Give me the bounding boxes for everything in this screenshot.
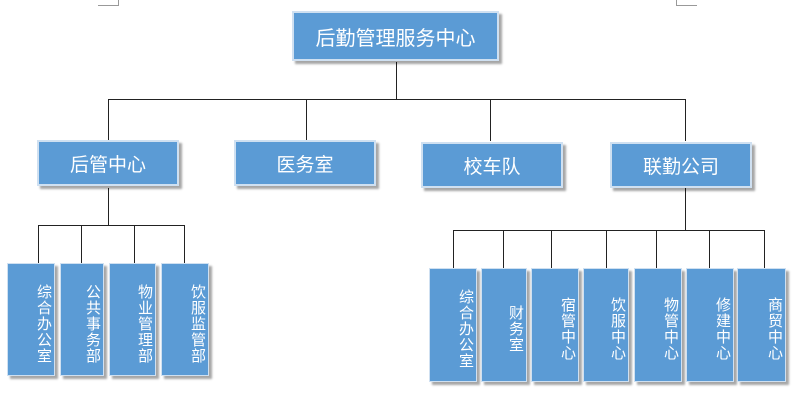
connector-lianqin-5 (656, 230, 657, 268)
node-dept-houguan: 后管中心 (37, 140, 179, 186)
connector-lianqin-bus (453, 230, 764, 231)
node-root: 后勤管理服务中心 (292, 11, 499, 61)
connector-dept-3 (490, 99, 491, 141)
page-corner-mark-left (98, 0, 119, 6)
node-lianqin-unit-3: 宿管中心 (531, 268, 579, 382)
node-houguan-unit-1: 综合办公室 (7, 263, 55, 376)
node-lianqin-unit-1: 综合办公室 (429, 268, 477, 382)
node-houguan-unit-2: 公共事务部 (60, 263, 104, 376)
node-houguan-unit-3: 物业管理部 (109, 263, 156, 376)
connector-lianqin-6 (709, 230, 710, 268)
node-houguan-unit-4: 饮服监管部 (161, 263, 209, 376)
node-lianqin-unit-4: 饮服中心 (583, 268, 629, 382)
connector-houguan-down (108, 188, 109, 226)
connector-dept-1 (108, 99, 109, 141)
node-dept-yiwushi: 医务室 (234, 140, 376, 186)
node-lianqin-unit-2: 财务室 (481, 268, 527, 382)
connector-lianqin-down (685, 188, 686, 231)
node-dept-xiaochedui: 校车队 (421, 142, 563, 188)
page-corner-mark-right (676, 0, 697, 6)
node-lianqin-unit-6: 修建中心 (686, 268, 734, 382)
connector-houguan-3 (134, 225, 135, 263)
node-dept-lianqin: 联勤公司 (610, 142, 752, 188)
connector-lianqin-1 (453, 230, 454, 268)
node-lianqin-unit-7: 商贸中心 (737, 268, 786, 382)
connector-houguan-bus (38, 225, 185, 226)
connector-dept-4 (685, 99, 686, 141)
connector-lianqin-2 (503, 230, 504, 268)
connector-dept-bus (108, 99, 686, 100)
connector-dept-2 (306, 99, 307, 141)
connector-houguan-4 (184, 225, 185, 263)
connector-lianqin-3 (551, 230, 552, 268)
connector-lianqin-4 (606, 230, 607, 268)
connector-houguan-1 (38, 225, 39, 263)
node-lianqin-unit-5: 物管中心 (634, 268, 682, 382)
connector-root-down (396, 62, 397, 100)
connector-houguan-2 (81, 225, 82, 263)
connector-lianqin-7 (764, 230, 765, 268)
